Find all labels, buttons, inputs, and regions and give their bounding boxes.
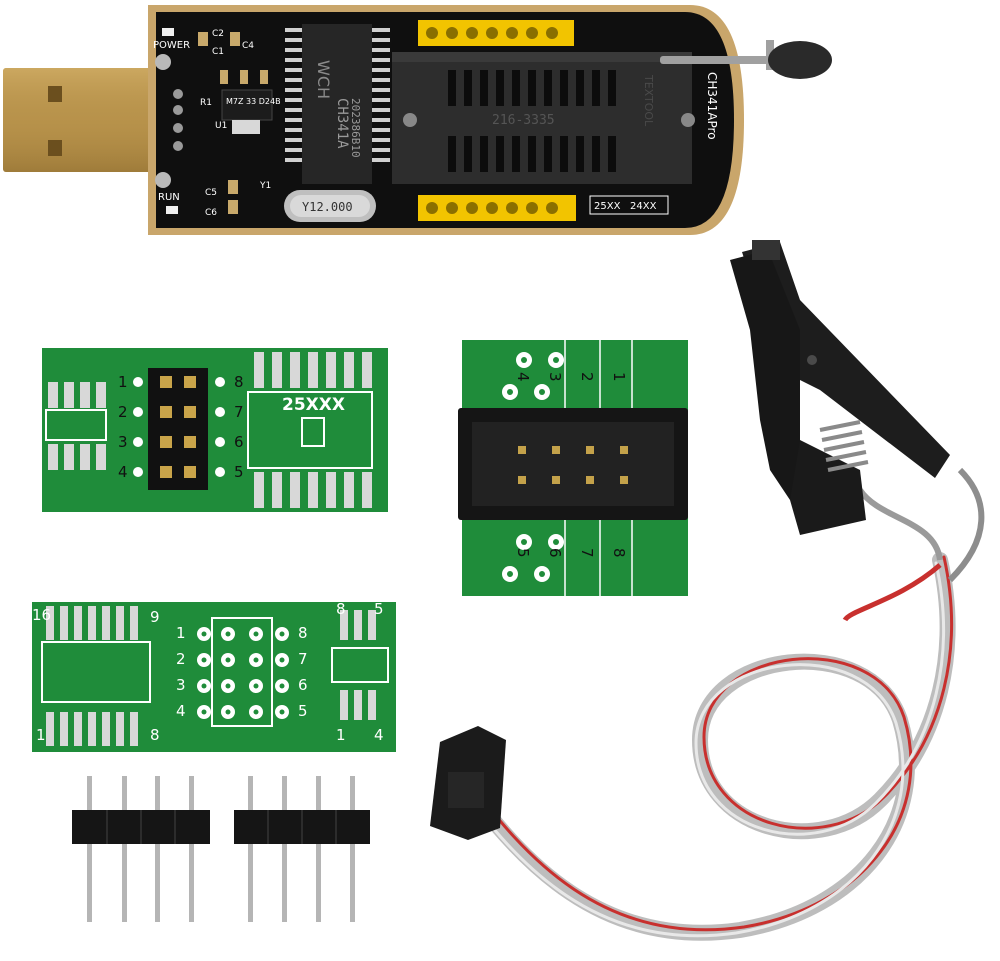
pin-header-left — [72, 776, 210, 922]
header-top — [418, 20, 574, 46]
svg-text:2: 2 — [176, 650, 186, 668]
svg-text:R1: R1 — [200, 98, 212, 108]
svg-text:Y12.000: Y12.000 — [302, 200, 353, 214]
svg-text:1: 1 — [118, 373, 128, 391]
svg-text:7: 7 — [578, 548, 596, 558]
svg-text:16: 16 — [32, 606, 51, 624]
soic-test-clip[interactable] — [730, 240, 950, 535]
svg-text:7: 7 — [234, 403, 244, 421]
adapter-16pin: 16 9 1 8 8 5 1 4 1 2 3 4 8 7 6 5 — [32, 600, 396, 752]
svg-text:C5: C5 — [205, 188, 217, 198]
svg-text:1: 1 — [610, 372, 628, 382]
svg-text:5: 5 — [374, 600, 384, 618]
svg-text:6: 6 — [298, 676, 308, 694]
svg-text:9: 9 — [150, 608, 160, 626]
svg-text:25XX: 25XX — [594, 201, 621, 212]
svg-text:8: 8 — [234, 373, 244, 391]
crystal-oscillator: Y12.000 — [284, 190, 376, 222]
svg-text:5: 5 — [298, 702, 308, 720]
svg-text:Y1: Y1 — [259, 181, 271, 191]
pin-header-right — [234, 776, 370, 922]
svg-text:6: 6 — [546, 548, 564, 558]
svg-text:M7Z 33 D24B: M7Z 33 D24B — [226, 97, 281, 106]
svg-text:3: 3 — [546, 372, 564, 382]
ch341a-programmer: POWER RUN C2 C1 C4 R1 U1 C5 C6 Y1 M7Z 33… — [3, 5, 832, 235]
svg-text:CH341A: CH341A — [334, 98, 350, 149]
voltage-regulator: M7Z 33 D24B — [221, 89, 281, 134]
power-label: POWER — [153, 40, 190, 51]
svg-text:C2: C2 — [212, 29, 224, 39]
svg-text:4: 4 — [118, 463, 128, 481]
svg-text:4: 4 — [514, 372, 532, 382]
svg-text:5: 5 — [234, 463, 244, 481]
svg-text:216-3335: 216-3335 — [492, 113, 555, 128]
adapter-25xxx-label: 25XXX — [282, 395, 345, 415]
svg-text:6: 6 — [234, 433, 244, 451]
ribbon-connector[interactable] — [430, 726, 506, 840]
svg-text:24XX: 24XX — [630, 201, 657, 212]
svg-text:4: 4 — [176, 702, 186, 720]
svg-text:WCH: WCH — [314, 60, 333, 99]
lever-knob[interactable] — [768, 41, 832, 79]
svg-text:2: 2 — [118, 403, 128, 421]
svg-text:5: 5 — [514, 548, 532, 558]
svg-text:4: 4 — [374, 726, 384, 744]
svg-text:8: 8 — [336, 600, 346, 618]
svg-text:202386B10: 202386B10 — [349, 98, 362, 158]
svg-text:8: 8 — [298, 624, 308, 642]
svg-text:1: 1 — [336, 726, 346, 744]
header-bottom — [418, 195, 576, 221]
ch341a-chip: WCH CH341A 202386B10 — [285, 24, 390, 184]
usb-connector — [3, 68, 168, 172]
svg-text:3: 3 — [118, 433, 128, 451]
run-label: RUN — [158, 192, 180, 203]
board-name-label: CH341APro — [705, 72, 719, 140]
socket-lever[interactable] — [660, 56, 770, 64]
svg-text:8: 8 — [150, 726, 160, 744]
svg-text:U1: U1 — [215, 121, 227, 131]
svg-text:1: 1 — [36, 726, 46, 744]
svg-text:TEXTOOL: TEXTOOL — [642, 74, 655, 127]
svg-text:3: 3 — [176, 676, 186, 694]
svg-text:C1: C1 — [212, 47, 224, 57]
zif-socket: 216-3335 TEXTOOL — [392, 40, 832, 184]
svg-text:2: 2 — [578, 372, 596, 382]
svg-text:1: 1 — [176, 624, 186, 642]
adapter-idc: 4 3 2 1 5 6 7 8 — [458, 340, 688, 596]
adapter-25xxx: 25XXX 1 2 3 4 8 7 6 5 — [42, 348, 388, 512]
svg-text:C6: C6 — [205, 208, 217, 218]
soic-clip-cable — [430, 240, 985, 941]
svg-text:8: 8 — [610, 548, 628, 558]
svg-text:7: 7 — [298, 650, 308, 668]
svg-text:C4: C4 — [242, 41, 254, 51]
